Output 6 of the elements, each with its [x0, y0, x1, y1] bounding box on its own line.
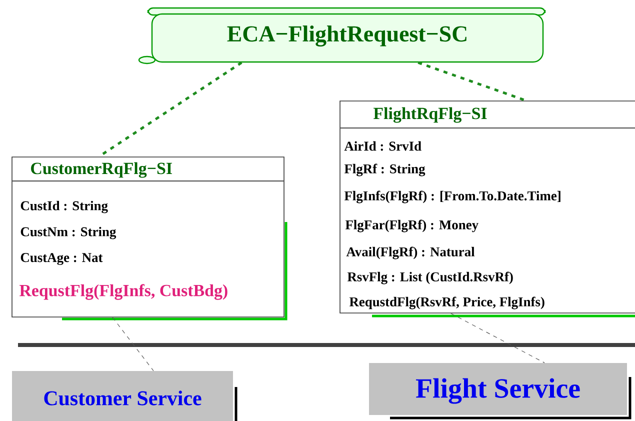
connector [112, 317, 154, 372]
service-box: Customer Service [12, 371, 238, 421]
connector [450, 313, 545, 364]
scroll-banner: ECA−FlightRequest−SC [138, 7, 546, 64]
service-box: Flight Service [369, 363, 632, 420]
connector [418, 61, 527, 102]
